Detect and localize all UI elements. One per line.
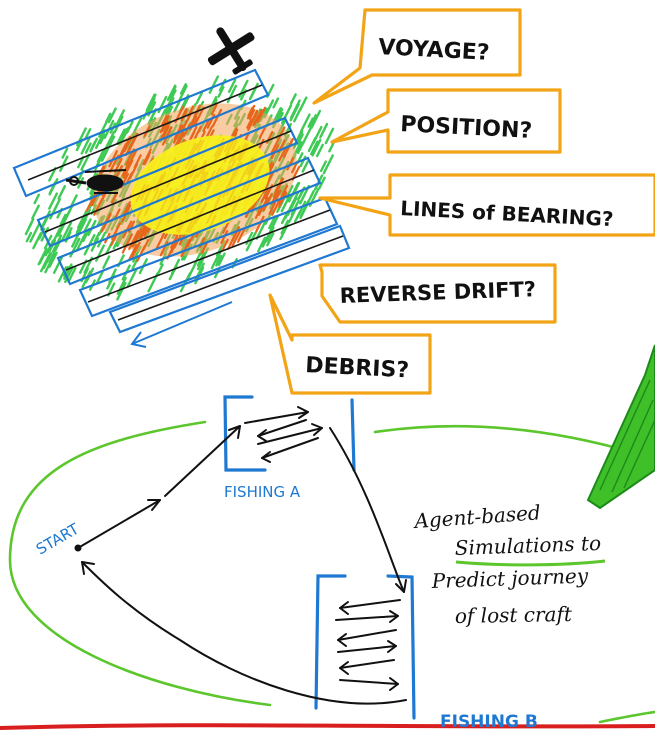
position-bubble	[330, 88, 562, 154]
vessel-track	[77, 406, 407, 705]
voyage-question: VOYAGE?	[378, 35, 490, 66]
drift-arrow	[130, 301, 233, 348]
start-label: START	[33, 519, 83, 558]
annotation: Agent-based Simulations to Predict journ…	[412, 500, 602, 628]
debris-bubble	[268, 293, 432, 395]
fishing-b-label: FISHING B	[440, 712, 538, 732]
airplane-icon	[207, 27, 255, 75]
annotation-line-2: Simulations to	[454, 531, 601, 560]
annotation-line-3: Predict journey	[430, 564, 589, 594]
question-bubbles	[268, 8, 655, 395]
red-baseline	[0, 723, 655, 730]
fishing-a-label: FISHING A	[224, 483, 301, 501]
bearing-bubble	[318, 173, 655, 237]
fishing-a-box	[223, 395, 356, 472]
search-lanes	[12, 68, 351, 334]
reverse-drift-bubble	[318, 263, 557, 324]
annotation-line-4: of lost craft	[455, 602, 573, 628]
voyage-bubble	[312, 8, 522, 105]
green-pen-icon	[586, 344, 655, 510]
fishing-b-box	[314, 574, 416, 720]
search-heatmap	[12, 68, 351, 334]
helicopter-icon	[65, 169, 127, 194]
start-point	[74, 544, 82, 552]
simulations-underline	[455, 559, 606, 567]
debris-question: DEBRIS?	[305, 353, 410, 383]
annotation-line-1: Agent-based	[412, 500, 542, 533]
